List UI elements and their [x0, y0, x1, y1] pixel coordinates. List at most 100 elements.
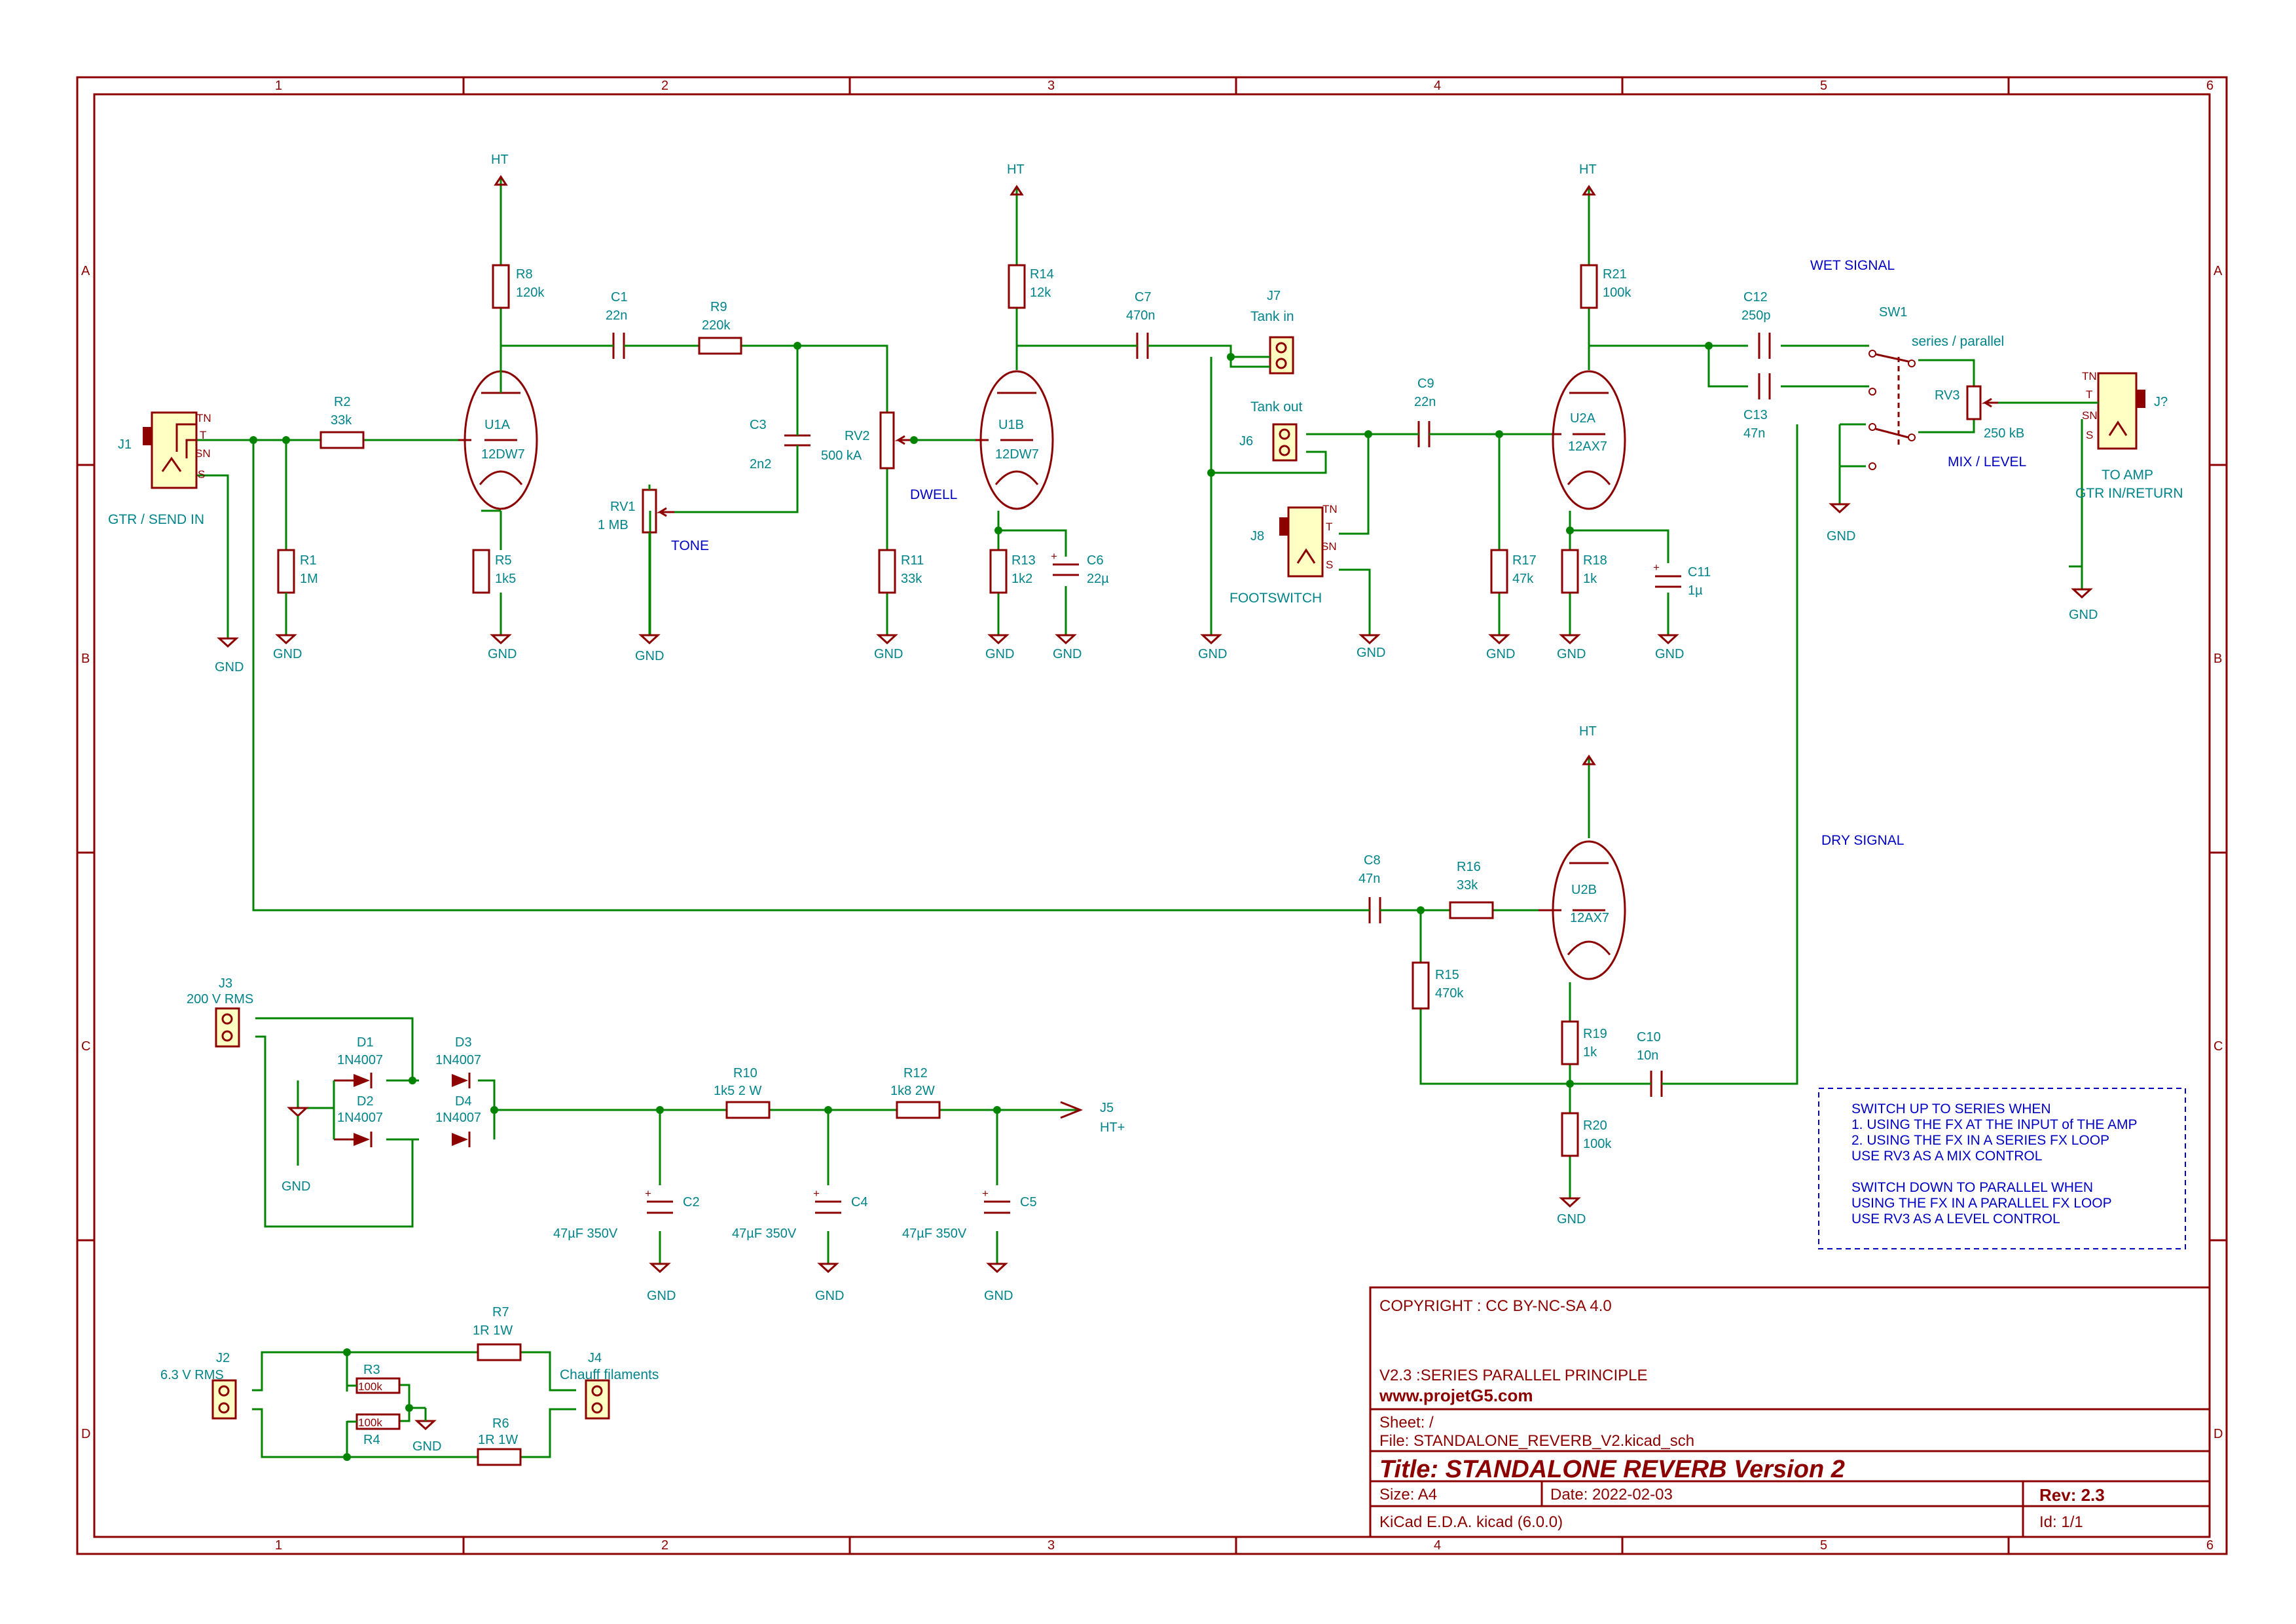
tb-date: Date: 2022-02-03 [1550, 1486, 1673, 1504]
resistor-r9 [698, 337, 742, 355]
frame-col-6-top: 6 [2206, 79, 2214, 93]
frame-row-d-left: D [81, 1427, 90, 1441]
j6-ref: J6 [1239, 434, 1253, 449]
j5-ref: J5 [1100, 1101, 1114, 1115]
resistor-r10 [725, 1101, 771, 1119]
dwell-label: DWELL [910, 487, 957, 502]
gnd-label-14: GND [2069, 608, 2098, 622]
r7-val: 1R 1W [473, 1323, 513, 1338]
j7-ref: J7 [1267, 289, 1281, 303]
tubes: U1A 12DW7 U1B 12DW7 U2A 12AX7 U2B 12AX7 [458, 370, 1626, 980]
tb-id: Id: 1/1 [2039, 1513, 2083, 1531]
r21-ref: R21 [1603, 267, 1627, 282]
c2-ref: C2 [683, 1195, 700, 1209]
frame-col-4-top: 4 [1434, 79, 1441, 93]
c13-val: 47n [1743, 426, 1765, 441]
series-parallel-label: series / parallel [1912, 334, 2004, 349]
r11-ref: R11 [901, 553, 924, 568]
r20-val: 100k [1583, 1137, 1612, 1151]
svg-text:TN: TN [196, 412, 211, 424]
tb-size: Size: A4 [1379, 1486, 1437, 1504]
c8-ref: C8 [1364, 853, 1381, 868]
svg-text:+: + [813, 1187, 820, 1200]
svg-text:+: + [645, 1187, 651, 1200]
power-symbols: HT HT HT HT GND GND GND GND GND GND GND … [215, 153, 2098, 1454]
c12-ref: C12 [1743, 290, 1768, 304]
d2-ref: D2 [357, 1094, 374, 1109]
rv3-val: 250 kB [1984, 426, 2024, 441]
tb-website: www.projetG5.com [1379, 1386, 1533, 1405]
svg-text:TN: TN [1322, 503, 1338, 515]
resistor-r19 [1561, 1020, 1579, 1065]
tube-u1a: U1A 12DW7 [458, 370, 538, 510]
d1-val: 1N4007 [337, 1053, 383, 1067]
r18-ref: R18 [1583, 553, 1607, 568]
rv1-ref: RV1 [610, 500, 636, 514]
gnd-label-19: GND [984, 1289, 1013, 1303]
svg-text:TN: TN [2082, 370, 2097, 382]
u2a-val: 12AX7 [1568, 439, 1607, 454]
sheet-frame: 1 2 3 4 5 6 1 2 3 4 5 6 A B C D A B C D [76, 76, 2228, 1555]
c10-val: 10n [1637, 1048, 1658, 1063]
footswitch-label: FOOTSWITCH [1230, 591, 1322, 606]
r9-val: 220k [702, 318, 731, 333]
r5-val: 1k5 [495, 572, 516, 586]
j3-val: 200 V RMS [187, 992, 253, 1006]
r17-val: 47k [1512, 572, 1534, 586]
tube-u1b: U1B 12DW7 [975, 370, 1054, 510]
d1-ref: D1 [357, 1035, 374, 1050]
tube-u2b: U2B 12AX7 [1539, 840, 1626, 980]
gnd-label-6: GND [985, 647, 1014, 661]
rv2-ref: RV2 [845, 429, 870, 443]
c10-ref: C10 [1637, 1030, 1661, 1044]
dry-signal-label: DRY SIGNAL [1821, 833, 1904, 848]
gnd-label-18: GND [815, 1289, 844, 1303]
r16-ref: R16 [1457, 860, 1481, 874]
ht-label-3: HT [1579, 162, 1597, 177]
d3-ref: D3 [455, 1035, 472, 1050]
c8-val: 47n [1358, 872, 1380, 886]
svg-text:SN: SN [195, 447, 211, 460]
tb-copyright: COPYRIGHT : CC BY-NC-SA 4.0 [1379, 1297, 1612, 1315]
resistor-r21 [1580, 264, 1598, 309]
svg-text:T: T [1326, 521, 1332, 533]
instruction-line-7: USING THE FX IN A PARALLEL FX LOOP [1851, 1196, 2112, 1211]
frame-col-3-top: 3 [1048, 79, 1055, 93]
resistor-r1 [277, 549, 295, 594]
frame-row-c-left: C [81, 1039, 90, 1054]
j1-ref: J1 [118, 437, 132, 452]
tank-out-label: Tank out [1250, 399, 1303, 415]
r15-ref: R15 [1435, 968, 1459, 982]
resistor-r8 [492, 264, 510, 309]
r19-ref: R19 [1583, 1027, 1607, 1041]
resistor-r2 [319, 431, 365, 449]
instruction-line-2: 1. USING THE FX AT THE INPUT of THE AMP [1851, 1117, 2137, 1132]
d2-val: 1N4007 [337, 1111, 383, 1125]
gnd-label-12: GND [1655, 647, 1684, 661]
svg-text:T: T [2086, 388, 2092, 401]
capacitors: C1 22n C3 2n2 C7 470n + C6 22µ C9 22n + … [553, 290, 1771, 1241]
gnd-label-13: GND [1827, 529, 1855, 544]
rv2-val: 500 kA [821, 449, 862, 463]
svg-text:S: S [1326, 559, 1333, 571]
ht-plus-label: HT+ [1100, 1120, 1125, 1135]
frame-col-1-top: 1 [275, 79, 282, 93]
r4-ref: R4 [363, 1433, 380, 1447]
sw1-ref: SW1 [1879, 305, 1907, 320]
potentiometers: RV1 1 MB TONE RV2 500 kA DWELL RV3 250 k… [598, 385, 2026, 635]
r3-ref: R3 [363, 1363, 380, 1377]
c1-ref: C1 [611, 290, 628, 304]
r1-val: 1M [300, 572, 318, 586]
c6-ref: C6 [1087, 553, 1104, 568]
r11-val: 33k [901, 572, 922, 586]
r21-val: 100k [1603, 286, 1631, 300]
r1-ref: R1 [300, 553, 317, 568]
r10-ref: R10 [733, 1066, 757, 1080]
gnd-label-3: GND [488, 647, 517, 661]
u1a-val: 12DW7 [481, 447, 525, 462]
frame-row-d-right: D [2214, 1427, 2223, 1441]
j3-ref: J3 [219, 976, 232, 991]
gnd-label-11: GND [1557, 647, 1586, 661]
r10-val: 1k5 2 W [714, 1084, 761, 1098]
frame-row-b-left: B [81, 652, 90, 666]
